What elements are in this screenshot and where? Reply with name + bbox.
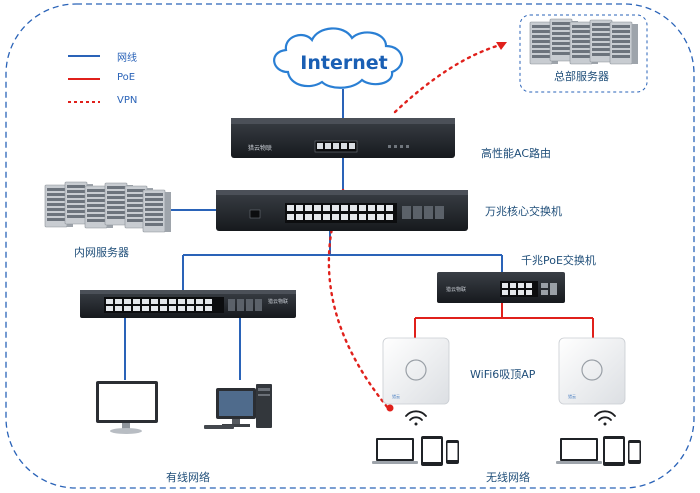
svg-text:猎云物联: 猎云物联	[446, 286, 466, 293]
wifi-signal-icon-2	[594, 410, 616, 426]
wifi-ap-icon-2: 猎云	[558, 337, 626, 405]
phone-icon-1	[446, 440, 459, 464]
core-switch-device	[216, 190, 468, 231]
tablet-icon-1	[421, 436, 443, 466]
wired-links	[124, 89, 503, 380]
poe-switch-device: 猎云物联	[437, 272, 565, 303]
phone-icon-2	[628, 440, 641, 464]
wireless-network-label: 无线网络	[486, 471, 530, 484]
ac-router-device: 猎云物联	[231, 118, 455, 158]
svg-text:猎云物联: 猎云物联	[248, 144, 272, 152]
tablet-icon-2	[603, 436, 625, 466]
core-switch-label: 万兆核心交换机	[485, 205, 562, 218]
vpn-endpoint	[386, 404, 394, 412]
wifi-signal-icon-1	[405, 410, 427, 426]
poe-switch-label: 千兆PoE交换机	[521, 254, 596, 267]
outer-border	[5, 3, 695, 489]
ac-router-label: 高性能AC路由	[481, 147, 552, 160]
desktop-pc-icon	[204, 384, 272, 429]
hq-server-label: 总部服务器	[554, 70, 609, 83]
svg-text:猎云物联: 猎云物联	[268, 298, 288, 305]
poe-links	[414, 303, 594, 338]
intranet-server-icon	[44, 181, 172, 233]
wifi-ap-label: WiFi6吸顶AP	[470, 368, 536, 381]
svg-text:猎云: 猎云	[568, 393, 576, 399]
monitor-icon-1	[96, 381, 158, 434]
internet-label: Internet	[300, 52, 387, 74]
hq-server-box	[519, 14, 648, 93]
hq-server-icon	[529, 18, 639, 65]
internet-cloud: Internet	[273, 27, 403, 89]
legend-vpn-label: VPN	[117, 95, 138, 106]
legend-poe-label: PoE	[117, 72, 136, 83]
svg-text:猎云: 猎云	[392, 393, 400, 399]
legend	[68, 55, 100, 103]
laptop-icon-2	[556, 438, 602, 464]
laptop-icon-1	[372, 438, 418, 464]
access-switch-device: 猎云物联	[80, 290, 296, 318]
intranet-server-label: 内网服务器	[74, 246, 129, 259]
wifi-ap-icon-1: 猎云	[382, 337, 450, 405]
wired-network-label: 有线网络	[166, 471, 210, 484]
legend-wired-label: 网线	[117, 53, 137, 64]
vpn-arrow-hq	[496, 42, 507, 50]
